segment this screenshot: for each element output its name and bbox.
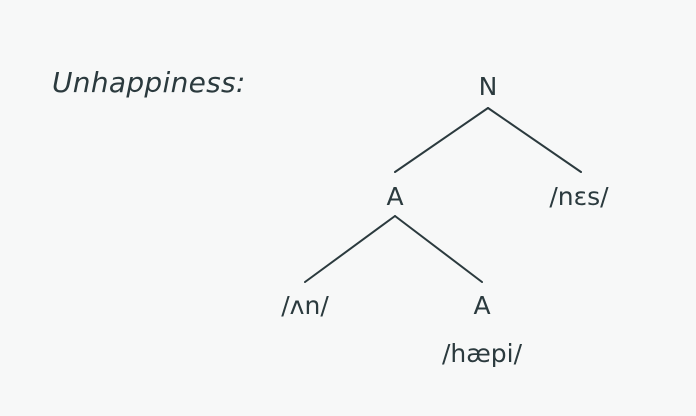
node-root-n: N <box>479 72 498 101</box>
node-a-upper: A <box>386 182 403 211</box>
node-a-lower: A <box>473 291 490 320</box>
node-prefix-un: /ʌn/ <box>281 291 329 320</box>
edge-n-to-a <box>394 107 489 173</box>
edge-n-to-suffix <box>487 107 582 173</box>
edge-a-to-prefix <box>304 215 396 283</box>
node-stem-happy: /hæpi/ <box>442 339 523 368</box>
diagram-title: Unhappiness: <box>52 66 246 99</box>
node-suffix-nes: /nɛs/ <box>549 182 609 211</box>
edge-a-to-a <box>394 215 483 283</box>
